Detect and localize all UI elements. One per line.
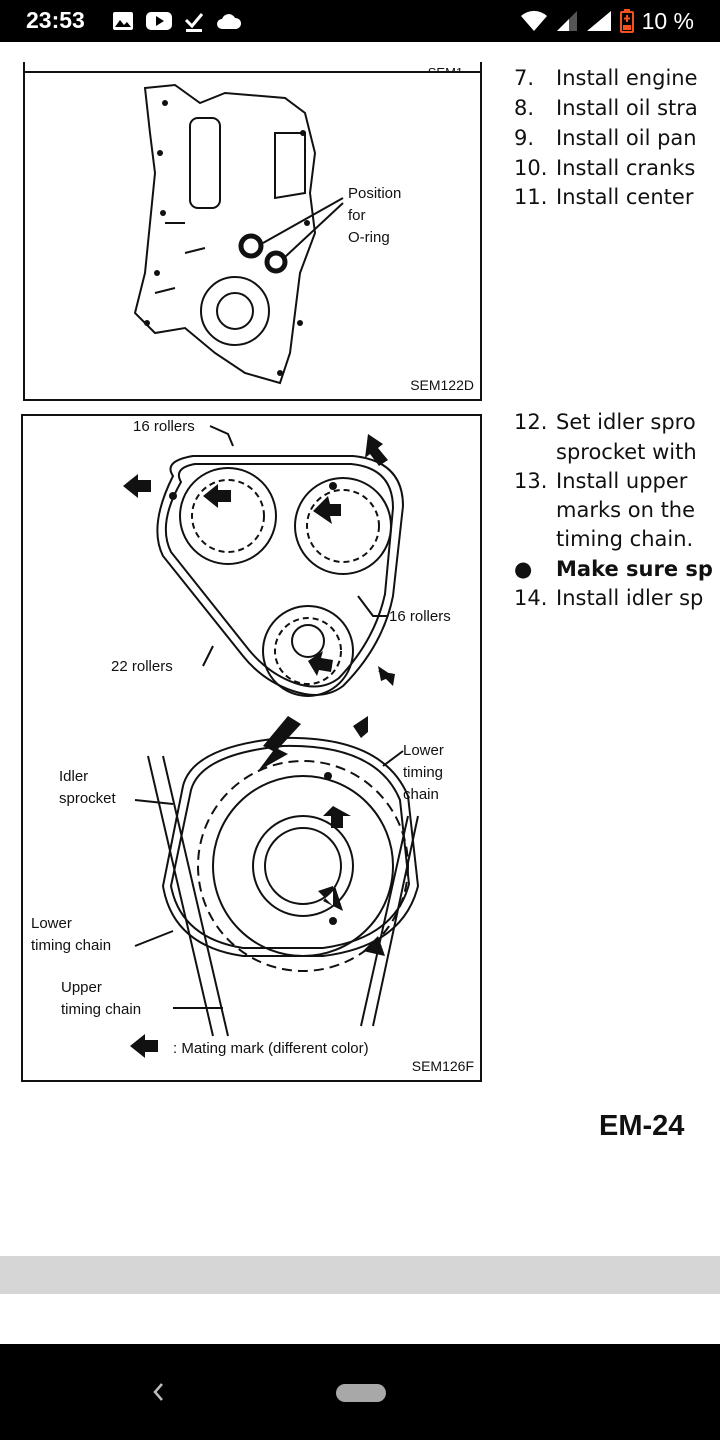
label-lower-timing-chain-left: Lower timing chain [31, 915, 112, 954]
front-cover-drawing [133, 83, 344, 385]
back-icon[interactable] [148, 1378, 168, 1406]
step-14: 14.Install idler sp [514, 586, 704, 610]
step-13-cont: marks on the [556, 498, 696, 522]
step-bullet-note: ●Make sure sp [514, 557, 713, 581]
step-12-cont: sprocket with [556, 440, 697, 464]
signal-icon [586, 11, 611, 31]
mating-mark-legend: : Mating mark (different color) [173, 1040, 369, 1057]
status-bar: 23:53 10 % [0, 0, 720, 42]
label-upper-timing-chain: Upper timing chain [61, 979, 142, 1018]
step-9: 9.Install oil pan [514, 126, 697, 150]
step-11: 11.Install center [514, 185, 694, 209]
next-page-edge [0, 1294, 720, 1344]
page-separator [0, 1256, 720, 1294]
download-done-icon [184, 13, 204, 32]
cloud-icon [217, 14, 242, 29]
figure2-code: SEM126F [411, 1058, 474, 1074]
battery-low-icon [619, 9, 634, 33]
label-22-rollers: 22 rollers [111, 658, 173, 675]
signal-icon [556, 11, 577, 31]
status-right-icons: 10 % [520, 6, 694, 36]
oring-label: Position for O-ring [348, 185, 402, 246]
document-page: SEM1... Po [0, 42, 720, 1256]
status-left-icons [112, 8, 242, 34]
figure1-code: SEM122D [410, 377, 474, 393]
label-lower-timing-chain-right: Lower timing chain [403, 742, 444, 803]
step-13-cont2: timing chain. [556, 527, 694, 551]
figure-timing-chain: 16 rollers 16 rollers 22 rollers Lower t… [21, 414, 482, 1082]
step-8: 8.Install oil stra [514, 96, 698, 120]
page-number: EM-24 [599, 1110, 685, 1142]
figure-front-cover: Position for O-ring SEM122D [23, 71, 482, 401]
home-pill-button[interactable] [336, 1384, 386, 1402]
step-12: 12.Set idler spro [514, 410, 696, 434]
step-13: 13.Install upper [514, 469, 688, 493]
youtube-icon [146, 12, 172, 30]
step-10: 10.Install cranks [514, 156, 696, 180]
wifi-icon [520, 10, 547, 31]
battery-percent: 10 % [641, 7, 694, 34]
image-icon [113, 12, 133, 30]
status-time: 23:53 [26, 7, 85, 33]
label-16-rollers-right: 16 rollers [389, 608, 451, 625]
label-idler-sprocket: Idler sprocket [59, 768, 116, 807]
step-7: 7.Install engine [514, 66, 698, 90]
label-16-rollers-top: 16 rollers [133, 418, 195, 435]
timing-chain-drawing [123, 425, 420, 1058]
